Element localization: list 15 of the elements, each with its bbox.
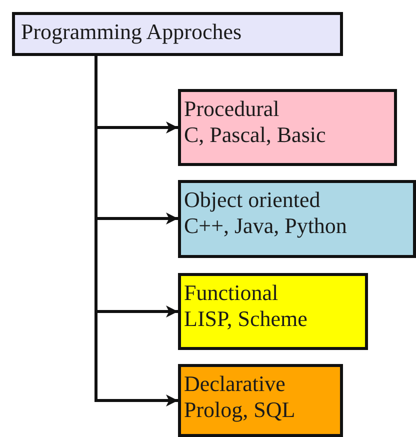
category-box [178,89,397,166]
language-list: Prolog, SQL [184,397,337,423]
category-box [178,273,368,350]
root-box [12,12,343,56]
category-title: Declarative [184,371,286,397]
language-list: C, Pascal, Basic [184,122,391,148]
category-title: Functional [184,280,280,306]
category-title: Programming Approches [21,19,243,45]
language-list: C++, Java, Python [184,213,410,239]
category-box [178,180,416,258]
arrow [94,56,178,406]
category-title: Procedural [184,96,280,122]
category-box [178,364,343,437]
category-title: Object oriented [184,187,322,213]
language-list: LISP, Scheme [184,306,362,332]
